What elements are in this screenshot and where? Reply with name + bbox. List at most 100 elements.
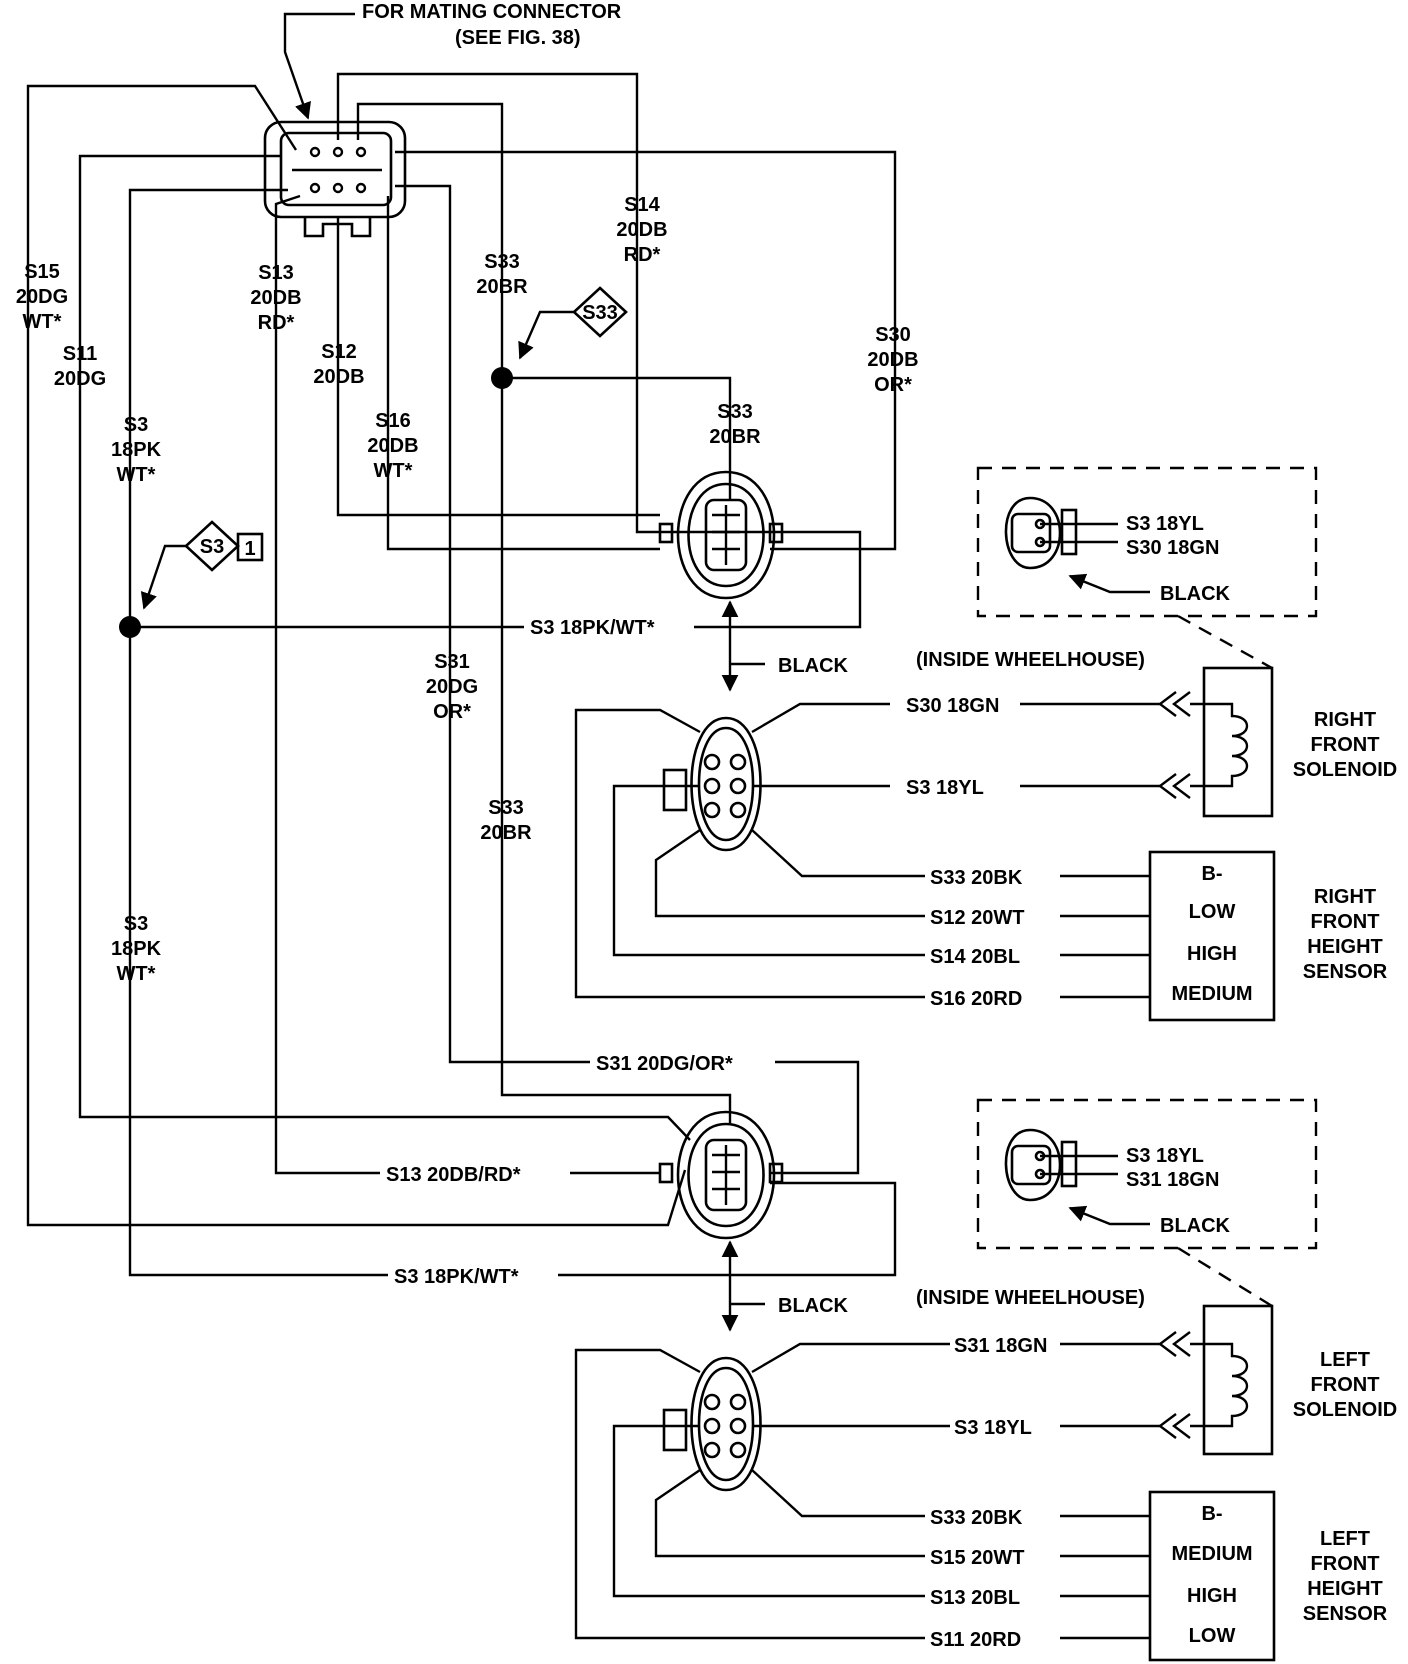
svg-text:S16 20RD: S16 20RD (930, 988, 1022, 1010)
svg-text:WT*: WT* (374, 460, 413, 482)
svg-text:1: 1 (244, 538, 255, 560)
s3-splice-dot (119, 616, 141, 638)
svg-text:20DG: 20DG (426, 676, 478, 698)
svg-text:20DB: 20DB (313, 366, 364, 388)
svg-text:MEDIUM: MEDIUM (1171, 1543, 1252, 1565)
svg-text:B-: B- (1201, 863, 1222, 885)
left-solenoid: S31 18GN S3 18YL LEFT FRONT SOLENOID (954, 1304, 1397, 1456)
svg-text:OR*: OR* (874, 374, 912, 396)
svg-text:20DG: 20DG (16, 286, 68, 308)
svg-text:S16: S16 (375, 410, 411, 432)
right-solenoid: S30 18GN S3 18YL RIGHT FRONT SOLENOID (906, 666, 1397, 818)
svg-text:FRONT: FRONT (1311, 1374, 1380, 1396)
upper-black-label: BLACK (778, 655, 849, 677)
svg-text:20DG: 20DG (54, 368, 106, 390)
main-connector (263, 120, 407, 238)
svg-text:LEFT: LEFT (1320, 1528, 1370, 1550)
svg-text:20BR: 20BR (480, 822, 532, 844)
svg-text:S11 20RD: S11 20RD (930, 1629, 1021, 1651)
svg-text:20BR: 20BR (476, 276, 528, 298)
lower-black-label: BLACK (778, 1295, 849, 1317)
svg-text:RIGHT: RIGHT (1314, 886, 1376, 908)
svg-text:S33: S33 (488, 797, 524, 819)
svg-text:S31: S31 (434, 651, 470, 673)
svg-text:S33 20BK: S33 20BK (930, 1507, 1023, 1529)
header-line2: (SEE FIG. 38) (455, 27, 581, 49)
right-solenoid-wire1: S30 18GN (906, 695, 999, 717)
svg-text:OR*: OR* (433, 701, 471, 723)
svg-text:20DB: 20DB (867, 349, 918, 371)
svg-text:S3: S3 (200, 536, 224, 558)
svg-text:RD*: RD* (624, 244, 661, 266)
svg-text:S33: S33 (484, 251, 520, 273)
harness-wires (26, 72, 897, 1277)
upper-sensor-connector (574, 702, 925, 999)
svg-text:HEIGHT: HEIGHT (1307, 936, 1383, 958)
svg-text:S30: S30 (875, 324, 911, 346)
left-inset: S3 18YL S31 18GN BLACK (976, 1098, 1318, 1250)
svg-text:18PK: 18PK (111, 439, 162, 461)
svg-text:S31 20DG/OR*: S31 20DG/OR* (596, 1053, 733, 1075)
svg-text:S3: S3 (124, 414, 148, 436)
svg-text:20DB: 20DB (367, 435, 418, 457)
left-inset-location: (INSIDE WHEELHOUSE) (916, 1287, 1145, 1309)
right-height-sensor: S33 20BK S12 20WT S14 20BL S16 20RD B- L… (930, 850, 1388, 1022)
horizontal-wire-labels: S3 18PK/WT* S31 20DG/OR* S13 20DB/RD* S3… (380, 612, 775, 1289)
svg-text:SENSOR: SENSOR (1303, 1603, 1388, 1625)
svg-text:S15 20WT: S15 20WT (930, 1547, 1024, 1569)
svg-text:SOLENOID: SOLENOID (1293, 1399, 1397, 1421)
svg-text:HIGH: HIGH (1187, 1585, 1237, 1607)
s33-splice-dot (491, 367, 513, 389)
left-height-sensor: S33 20BK S15 20WT S13 20BL S11 20RD B- M… (930, 1490, 1388, 1662)
header-callout: FOR MATING CONNECTOR (SEE FIG. 38) (283, 1, 622, 120)
header-line1: FOR MATING CONNECTOR (362, 1, 622, 23)
svg-text:S12: S12 (321, 341, 357, 363)
svg-text:18PK: 18PK (111, 938, 162, 960)
svg-text:S33: S33 (582, 302, 618, 324)
right-inset-location: (INSIDE WHEELHOUSE) (916, 649, 1145, 671)
right-inset-wire1: S3 18YL (1126, 513, 1204, 535)
svg-text:FRONT: FRONT (1311, 734, 1380, 756)
svg-text:S3: S3 (124, 913, 148, 935)
svg-text:LEFT: LEFT (1320, 1349, 1370, 1371)
svg-text:LOW: LOW (1189, 1625, 1236, 1647)
left-inset-leader (1177, 1246, 1273, 1308)
svg-text:20BR: 20BR (709, 426, 761, 448)
svg-text:HEIGHT: HEIGHT (1307, 1578, 1383, 1600)
svg-text:FRONT: FRONT (1311, 911, 1380, 933)
right-inset-leader (1177, 614, 1273, 670)
svg-text:SENSOR: SENSOR (1303, 961, 1388, 983)
left-inset-color: BLACK (1160, 1215, 1231, 1237)
svg-text:S15: S15 (24, 261, 60, 283)
svg-text:S3 18PK/WT*: S3 18PK/WT* (394, 1266, 519, 1288)
svg-text:S14 20BL: S14 20BL (930, 946, 1020, 968)
right-solenoid-wire2: S3 18YL (906, 777, 984, 799)
svg-text:20DB: 20DB (250, 287, 301, 309)
svg-text:WT*: WT* (23, 311, 62, 333)
svg-text:S13 20DB/RD*: S13 20DB/RD* (386, 1164, 521, 1186)
s3-splice-tag: S3 1 (140, 520, 264, 610)
svg-text:RIGHT: RIGHT (1314, 709, 1376, 731)
svg-text:S3 18PK/WT*: S3 18PK/WT* (530, 617, 655, 639)
svg-text:20DB: 20DB (616, 219, 667, 241)
svg-text:S11: S11 (63, 343, 97, 365)
right-inset-color: BLACK (1160, 583, 1231, 605)
left-wire-labels: S15 20DG WT* S11 20DG S3 18PK WT* S3 18P… (16, 194, 919, 985)
svg-text:S13: S13 (258, 262, 294, 284)
right-inset-wire2: S30 18GN (1126, 537, 1219, 559)
right-inset: S3 18YL S30 18GN BLACK (976, 466, 1318, 618)
svg-text:FRONT: FRONT (1311, 1553, 1380, 1575)
svg-text:WT*: WT* (117, 963, 156, 985)
svg-text:S14: S14 (624, 194, 660, 216)
left-solenoid-wire2: S3 18YL (954, 1417, 1032, 1439)
svg-text:S12 20WT: S12 20WT (930, 907, 1024, 929)
lower-sensor-connector (574, 1342, 950, 1640)
svg-text:SOLENOID: SOLENOID (1293, 759, 1397, 781)
svg-text:S33: S33 (717, 401, 753, 423)
s33-splice-tag: S33 (518, 286, 628, 360)
left-solenoid-wire1: S31 18GN (954, 1335, 1047, 1357)
svg-text:HIGH: HIGH (1187, 943, 1237, 965)
svg-text:B-: B- (1201, 1503, 1222, 1525)
svg-text:RD*: RD* (258, 312, 295, 334)
